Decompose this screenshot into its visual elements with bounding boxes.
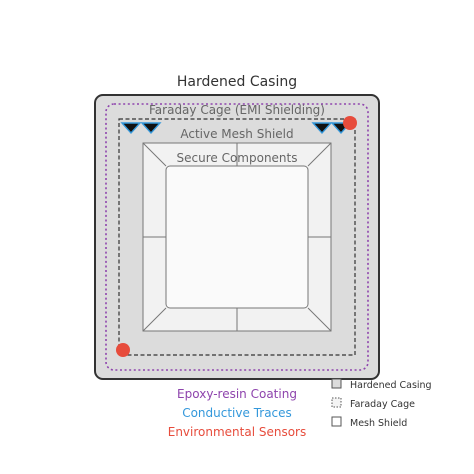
legend: Hardened Casing Faraday Cage Mesh Shield <box>331 378 432 429</box>
faraday-cage <box>105 103 369 371</box>
trace-triangle-icon <box>140 122 162 135</box>
caption-sensors: Environmental Sensors <box>168 425 307 439</box>
sensor-bottom-left <box>116 343 130 357</box>
legend-swatch-mesh <box>331 416 342 427</box>
trace-triangle-icon <box>120 122 142 135</box>
conductive-traces-left <box>120 122 162 135</box>
trace-triangle-icon <box>311 122 333 135</box>
components-inner <box>165 165 309 309</box>
caption-traces: Conductive Traces <box>182 406 292 420</box>
legend-label-mesh: Mesh Shield <box>350 418 407 429</box>
sensor-top-right <box>343 116 357 130</box>
legend-label-casing: Hardened Casing <box>350 380 432 391</box>
legend-swatch-casing <box>331 378 342 389</box>
faraday-cage-label: Faraday Cage (EMI Shielding) <box>149 103 325 117</box>
legend-label-faraday: Faraday Cage <box>350 399 415 410</box>
diagram-title: Hardened Casing <box>177 74 297 90</box>
secure-components-label: Secure Components <box>177 151 298 165</box>
caption-epoxy: Epoxy-resin Coating <box>177 387 297 401</box>
legend-swatch-faraday <box>331 397 342 408</box>
active-mesh-shield <box>118 118 356 356</box>
mesh-shield-label: Active Mesh Shield <box>180 127 293 141</box>
secure-components <box>142 142 332 332</box>
